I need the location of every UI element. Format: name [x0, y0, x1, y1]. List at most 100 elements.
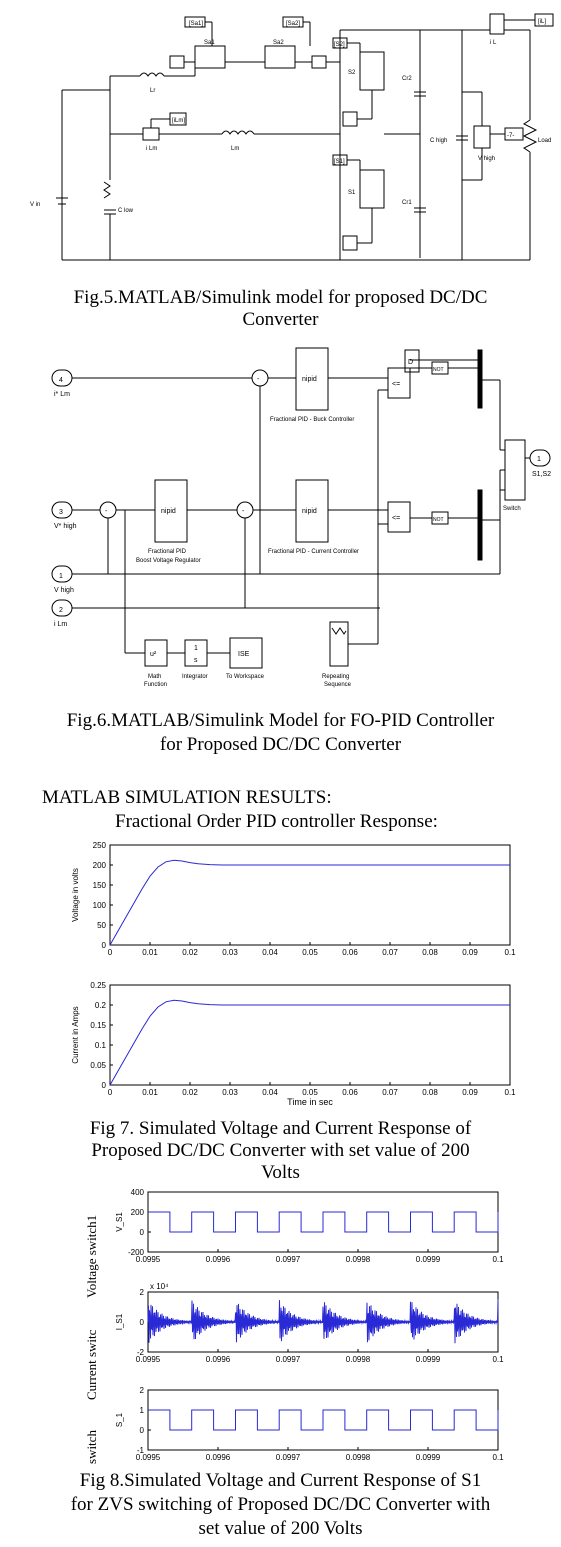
- chart-4-xtick-label: 0.0999: [416, 1453, 441, 1462]
- nipid-boost-block: [154, 479, 188, 543]
- relational-current-label: <=: [392, 515, 400, 522]
- to-workspace-label: To Workspace: [226, 674, 265, 680]
- d-label: D: [408, 359, 413, 366]
- chart-1-xtick-label: 0.1: [504, 1088, 516, 1097]
- sum-current-sign: -: [242, 508, 245, 515]
- fig8-caption-line3: set value of 200 Volts: [198, 1518, 363, 1539]
- chart-2-ytick-label: 0: [140, 1228, 145, 1237]
- chart-1-xtick-label: 0.09: [462, 1088, 478, 1097]
- inport-4-number: 4: [59, 377, 63, 384]
- chart-0-ytick-label: 50: [97, 921, 106, 930]
- ilm-label: i Lm: [146, 146, 157, 152]
- chart-4-ytick-label: 0: [140, 1426, 145, 1435]
- chart-2-ytick-label: 400: [131, 1188, 145, 1197]
- chart-2-series-line: [148, 1211, 499, 1233]
- mux-bottom: [477, 489, 483, 561]
- nipid-buck-block: [295, 347, 329, 411]
- fig8-side-label-3: switch: [84, 1430, 99, 1464]
- math-function-label-2: Function: [144, 682, 167, 688]
- relational-buck: [387, 367, 411, 399]
- repeating-sequence-label-2: Sequence: [324, 682, 352, 688]
- nipid-buck-label: nipid: [302, 376, 317, 383]
- chart-3-xtick-label: 0.0997: [276, 1355, 301, 1364]
- repeating-sequence-label-1: Repeating: [322, 674, 349, 680]
- chart-4-xtick-label: 0.1: [492, 1453, 504, 1462]
- not-buck-label: NOT: [433, 367, 444, 373]
- chart-1-xtick-label: 0: [108, 1088, 113, 1097]
- chart-0-xtick-label: 0: [108, 948, 113, 957]
- inport-3-label: V* high: [54, 523, 77, 530]
- fig8-caption-line1: Fig 8.Simulated Voltage and Current Resp…: [79, 1470, 482, 1491]
- chart-3-xtick-label: 0.1: [492, 1355, 504, 1364]
- inport-2-number: 2: [59, 607, 63, 614]
- outport-1-number: 1: [537, 456, 541, 463]
- cr2-label: Cr2: [402, 76, 412, 82]
- vhigh-tag-text: -7-: [507, 133, 514, 139]
- sa1-switch-block: [194, 45, 226, 69]
- chart-0-ytick-label: 150: [93, 881, 107, 890]
- chart-4-ytick-label: 1: [140, 1406, 145, 1415]
- chart-0-ytick-label: 100: [93, 901, 107, 910]
- chigh-label: C high: [430, 138, 447, 144]
- fig7-caption-line3: Volts: [261, 1162, 300, 1183]
- s1-label: S1: [348, 190, 356, 196]
- lm-label: Lm: [231, 146, 239, 152]
- chart-2-xtick-label: 0.0999: [416, 1255, 441, 1264]
- chart-3-series-line: [147, 1299, 499, 1344]
- il-label: i L: [490, 40, 497, 46]
- chart-1-xtick-label: 0.07: [382, 1088, 398, 1097]
- inport-4-label: i* Lm: [54, 391, 70, 398]
- chart-0-ylabel: Voltage in volts: [71, 868, 80, 922]
- load-resistor: [522, 119, 538, 153]
- chart-4-xtick-label: 0.0996: [206, 1453, 231, 1462]
- chart-1-ytick-label: 0: [102, 1081, 107, 1090]
- chart-1-frame: [109, 984, 511, 1086]
- inport-2-label: i Lm: [54, 621, 67, 628]
- chart-4-ytick-label: -1: [137, 1446, 145, 1455]
- inport-1-number: 1: [59, 573, 63, 580]
- chart-0-series-line: [109, 859, 510, 946]
- chart-2-xtick-label: 0.0995: [136, 1255, 161, 1264]
- chart-0-xtick-label: 0.06: [342, 948, 358, 957]
- chart-1-xlabel: Time in sec: [287, 1097, 333, 1107]
- chart-4-xtick-label: 0.0997: [276, 1453, 301, 1462]
- sum-boost-sign: -: [105, 508, 108, 515]
- sa2-label: Sa2: [273, 40, 284, 46]
- chart-0-ytick-label: 0: [102, 941, 107, 950]
- d-block: [404, 349, 420, 373]
- fig5-circuit-diagram: [Sa1] [Sa2] Sa1 Sa2 Lr [iLm] i Lm Lm C l…: [30, 13, 554, 261]
- chart-1-ytick-label: 0.05: [90, 1061, 106, 1070]
- sa2-switch-block: [264, 45, 296, 69]
- chart-0-xtick-label: 0.01: [142, 948, 158, 957]
- chart-1-ytick-label: 0.1: [95, 1041, 107, 1050]
- chart-3-ylabel: I_S1: [115, 1313, 124, 1330]
- nipid-current-label: nipid: [302, 508, 317, 515]
- boost-controller-label-2: Boost Voltage Regulator: [136, 558, 201, 564]
- chart-0-ytick-label: 250: [93, 841, 107, 850]
- chart-0-frame: [109, 844, 511, 946]
- sa1-tag-text: [Sa1]: [189, 21, 203, 27]
- chart-1-xtick-label: 0.01: [142, 1088, 158, 1097]
- integrator-label: Integrator: [182, 674, 208, 680]
- load-label: Load: [538, 138, 551, 144]
- fig8-side-label-2: Current switc: [84, 1329, 99, 1400]
- chart-2-xtick-label: 0.0996: [206, 1255, 231, 1264]
- chart-1-xtick-label: 0.08: [422, 1088, 438, 1097]
- nipid-boost-label: nipid: [161, 508, 176, 515]
- chart-0-xtick-label: 0.09: [462, 948, 478, 957]
- s1-tag-text: [S1]: [334, 159, 345, 165]
- chart-1-xtick-label: 0.02: [182, 1088, 198, 1097]
- switch-label: Switch: [503, 506, 521, 512]
- chart-3-multiplier: x 10⁴: [150, 1282, 169, 1291]
- chart-3-xtick-label: 0.0996: [206, 1355, 231, 1364]
- math-function-expr: u²: [150, 651, 157, 658]
- lr-label: Lr: [150, 88, 155, 94]
- vin-label: V in: [30, 202, 40, 208]
- chart-1-xtick-label: 0.05: [302, 1088, 318, 1097]
- chart-2-ylabel: V_S1: [115, 1212, 124, 1232]
- chart-1-ytick-label: 0.2: [95, 1001, 107, 1010]
- chart-2-xtick-label: 0.0997: [276, 1255, 301, 1264]
- chart-1-ylabel: Current in Amps: [71, 1006, 80, 1063]
- fig6-caption-line1: Fig.6.MATLAB/Simulink Model for FO-PID C…: [66, 710, 495, 731]
